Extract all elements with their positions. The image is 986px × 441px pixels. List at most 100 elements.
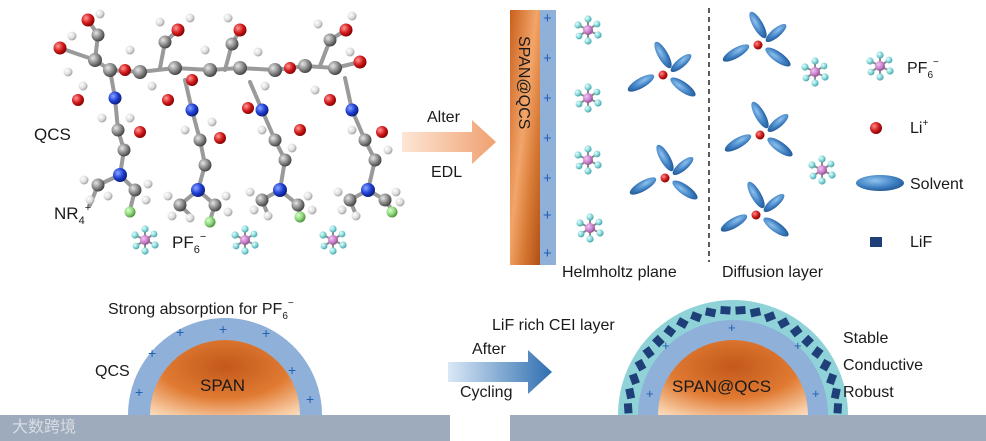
coating-charges: + + + + + + + <box>135 321 314 407</box>
edl-label: EDL <box>431 164 462 181</box>
pf6-anion-icon <box>318 224 348 256</box>
legend-lif-icon <box>870 237 882 247</box>
oxygen-atoms <box>53 13 388 144</box>
cycling-label: Cycling <box>460 384 512 401</box>
helmholtz-plane-label: Helmholtz plane <box>562 264 677 281</box>
substrate-left <box>0 415 450 441</box>
lif-particle <box>625 387 636 400</box>
electrode-slab <box>510 10 556 265</box>
alter-edl-arrow <box>402 120 496 164</box>
carbon-atoms <box>88 28 392 212</box>
pf6-anion-icon <box>573 144 603 176</box>
pf6-anion-icon <box>807 154 837 186</box>
plus-sign: + <box>543 10 552 27</box>
plus-sign: + <box>176 324 184 340</box>
lif-particle <box>623 403 633 414</box>
legend-li-label: Li+ <box>910 118 928 137</box>
lif-particle <box>826 372 838 386</box>
nitrogen-atoms <box>108 91 375 197</box>
qcs-molecule-model <box>53 9 405 228</box>
electrode-charges: + + + + + + + <box>543 10 552 262</box>
plus-sign: + <box>262 325 270 341</box>
plus-sign: + <box>646 386 654 401</box>
plus-sign: + <box>543 50 552 67</box>
chloride-atoms <box>124 206 398 228</box>
legend-solvent-icon <box>856 175 904 191</box>
span-particle <box>150 340 300 415</box>
lif-particle <box>663 324 677 338</box>
legend-lif-label: LiF <box>910 234 932 251</box>
absorption-title: Strong absorption for PF6− <box>108 298 294 322</box>
plus-sign: + <box>543 90 552 107</box>
lif-particle <box>652 334 665 348</box>
plus-sign: + <box>543 130 552 147</box>
watermark: 大数跨境 <box>12 417 76 436</box>
property-robust: Robust <box>843 384 894 401</box>
plus-sign: + <box>306 391 314 407</box>
cycled-coating-charges: + + + + + <box>646 320 820 401</box>
pf6-anion-icon <box>575 212 605 244</box>
molecule-bonds <box>58 18 394 222</box>
legend-pf6-label: PF6− <box>907 57 939 81</box>
solvated-li-icon <box>720 9 794 70</box>
lif-particle <box>720 305 731 315</box>
lif-particle <box>676 317 689 329</box>
lif-particle <box>830 387 841 400</box>
after-cycling-arrow <box>448 350 552 394</box>
property-stable: Stable <box>843 330 888 347</box>
helmholtz-anions <box>573 14 605 244</box>
span-qcs-label: SPAN@QCS <box>672 377 771 396</box>
plus-sign: + <box>288 362 296 378</box>
plus-sign: + <box>135 384 143 400</box>
lif-particle <box>642 346 655 359</box>
pf6-anion-icon <box>800 56 830 88</box>
lif-particle <box>819 358 832 372</box>
solvated-li-clusters <box>625 9 796 240</box>
after-label: After <box>472 341 506 358</box>
lif-particles <box>623 305 843 414</box>
plus-sign: + <box>148 345 156 361</box>
pf6-anion-icon <box>230 224 260 256</box>
legend: PF6− Li+ Solvent LiF <box>856 50 964 251</box>
lif-particle <box>777 317 790 329</box>
lif-particle <box>735 305 746 315</box>
lif-particle <box>634 358 647 372</box>
diffusion-anions <box>800 56 837 186</box>
plus-sign: + <box>812 386 820 401</box>
solvated-li-icon <box>627 142 701 203</box>
legend-pf6-icon <box>865 50 895 82</box>
plus-sign: + <box>728 320 736 335</box>
solvated-li-icon <box>718 179 792 240</box>
substrate-right <box>510 415 986 441</box>
diffusion-layer-label: Diffusion layer <box>722 264 824 281</box>
lif-particle <box>763 311 776 323</box>
solvated-li-icon <box>722 99 796 160</box>
plus-sign: + <box>662 338 670 353</box>
lif-particle <box>704 307 717 318</box>
hydrogen-atoms <box>63 9 405 223</box>
lif-particle <box>833 403 843 414</box>
pf6-anion-icon <box>130 224 160 256</box>
lif-particle <box>749 307 762 318</box>
qcs-coating-label: QCS <box>95 363 130 380</box>
lif-particle <box>789 324 803 338</box>
cei-layer-label: LiF rich CEI layer <box>492 317 615 334</box>
solvated-li-icon <box>625 39 699 100</box>
plus-sign: + <box>543 170 552 187</box>
plus-sign: + <box>543 245 552 262</box>
legend-li-icon <box>870 122 882 134</box>
plus-sign: + <box>219 321 227 337</box>
pf6-label: PF6− <box>172 231 206 256</box>
plus-sign: + <box>543 207 552 224</box>
qcs-label: QCS <box>34 125 71 144</box>
property-conductive: Conductive <box>843 357 923 374</box>
pf6-anion-icon <box>573 14 603 46</box>
legend-solvent-label: Solvent <box>910 176 964 193</box>
lif-particle <box>811 346 824 359</box>
span-qcs-particle <box>658 340 808 415</box>
electrode-label: SPAN@QCS <box>515 36 532 129</box>
nr4-label: NR4+ <box>54 202 91 227</box>
lif-particle <box>801 334 814 348</box>
span-label: SPAN <box>200 376 245 395</box>
